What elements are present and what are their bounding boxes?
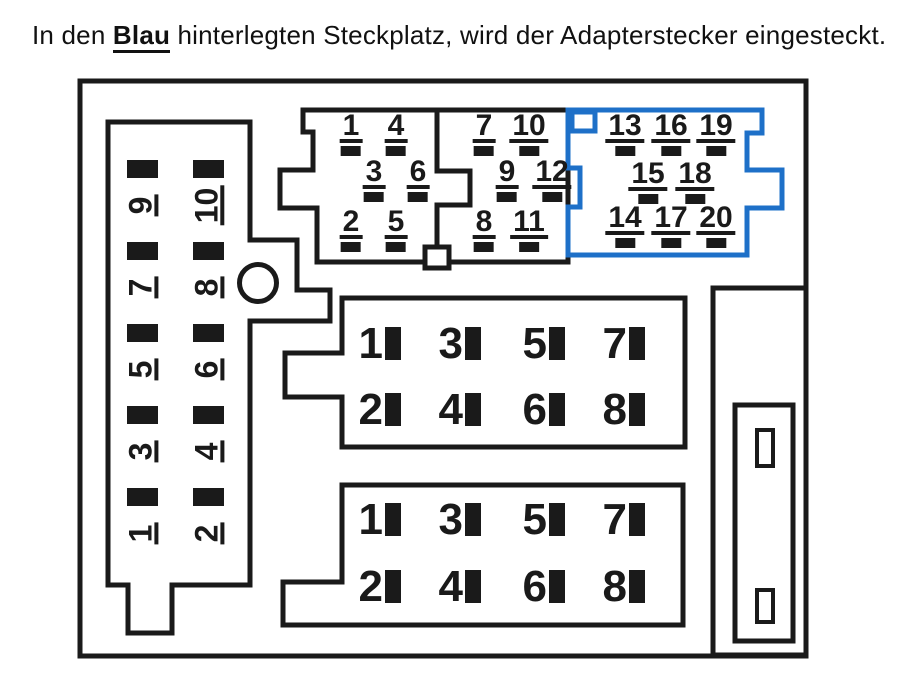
middle-block-outline [282,295,688,450]
bottom-block-outline [280,482,686,628]
top-connector-divider [434,110,473,248]
right-slim-key-bottom [755,588,775,624]
left-connector-outline [105,119,333,636]
guide-hole [237,262,279,304]
top-connector-outline [277,107,571,265]
caption-suffix: hinterlegten Steckplatz, wird der Adapte… [170,20,887,50]
top-connector-key [422,244,452,271]
diagram-caption: In den Blau hinterlegten Steckplatz, wir… [32,20,887,53]
caption-highlight-blau: Blau [112,20,171,53]
adapter-slot-key [569,109,598,134]
caption-prefix: In den [32,20,113,50]
right-slim-key-top [755,428,775,468]
adapter-slot-outline [565,107,785,258]
